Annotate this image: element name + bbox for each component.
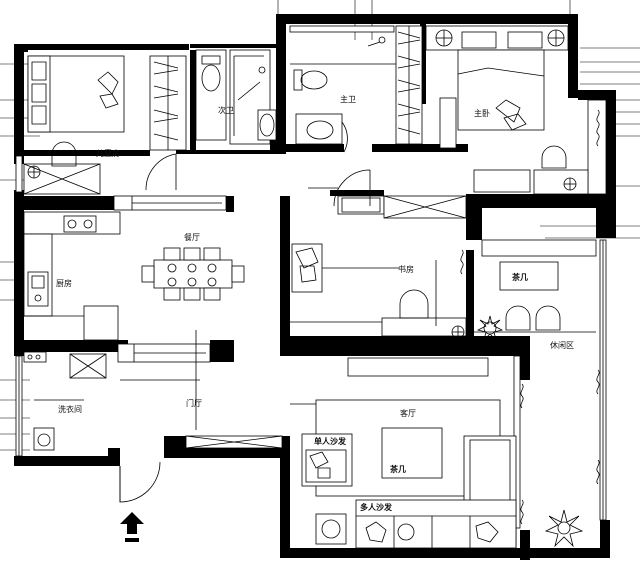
multi-sofa-label: 多人沙发 [360, 502, 393, 512]
bed-icon [457, 31, 545, 131]
multi-sofa: 多人沙发 [355, 499, 517, 549]
room-label-dining: 餐厅 [184, 233, 200, 242]
master-bathroom: 主卫 [289, 25, 423, 153]
kitchen: 厨房 [23, 211, 121, 341]
washbasin-icon [295, 113, 343, 145]
tea-table-leisure-label: 茶几 [511, 272, 528, 282]
room-label-study: 书房 [398, 264, 414, 274]
room-label-kids: 儿童房 [96, 148, 120, 158]
single-sofa-label: 单人沙发 [314, 436, 347, 446]
room-label-second-bath: 次卫 [218, 105, 234, 115]
entrance-arrow-icon [120, 512, 144, 542]
curtain-marks [18, 59, 600, 485]
master-bedroom: 主卧 [425, 25, 589, 195]
single-sofa: 单人沙发 [301, 433, 353, 487]
living-room: 茶几 单人沙发 多人沙发 客厅 [290, 357, 584, 549]
room-label-living: 客厅 [400, 408, 416, 418]
washbasin-icon [257, 109, 277, 141]
sink-icon [27, 271, 49, 307]
plant-icon [544, 509, 584, 548]
laundry-room: 洗衣间 [23, 351, 107, 451]
study-room: 书房 [290, 243, 467, 339]
plant-icon [476, 315, 504, 342]
tea-table-living-label: 茶几 [389, 464, 406, 474]
room-label-master-bed: 主卧 [474, 108, 490, 118]
lamp-icon [435, 29, 565, 47]
windows [15, 99, 607, 529]
corridor-cabinets [113, 169, 467, 219]
dining-area: 餐厅 [141, 233, 245, 301]
foyer: 门厅 [117, 330, 283, 542]
room-label-laundry: 洗衣间 [58, 404, 82, 414]
room-label-kitchen: 厨房 [56, 278, 72, 288]
washing-machine-icon [33, 427, 55, 451]
toilet-icon [293, 69, 328, 91]
toilet-icon [201, 55, 221, 92]
second-bathroom: 次卫 [195, 49, 277, 145]
room-label-master-bath: 主卫 [340, 94, 356, 104]
room-label-leisure: 休闲区 [550, 340, 574, 350]
leisure-area: 茶几 休闲区 [474, 239, 597, 350]
stove-icon [63, 215, 97, 233]
walls [14, 14, 616, 560]
room-label-foyer: 门厅 [186, 398, 202, 408]
kids-room: 儿童房 [23, 55, 187, 195]
